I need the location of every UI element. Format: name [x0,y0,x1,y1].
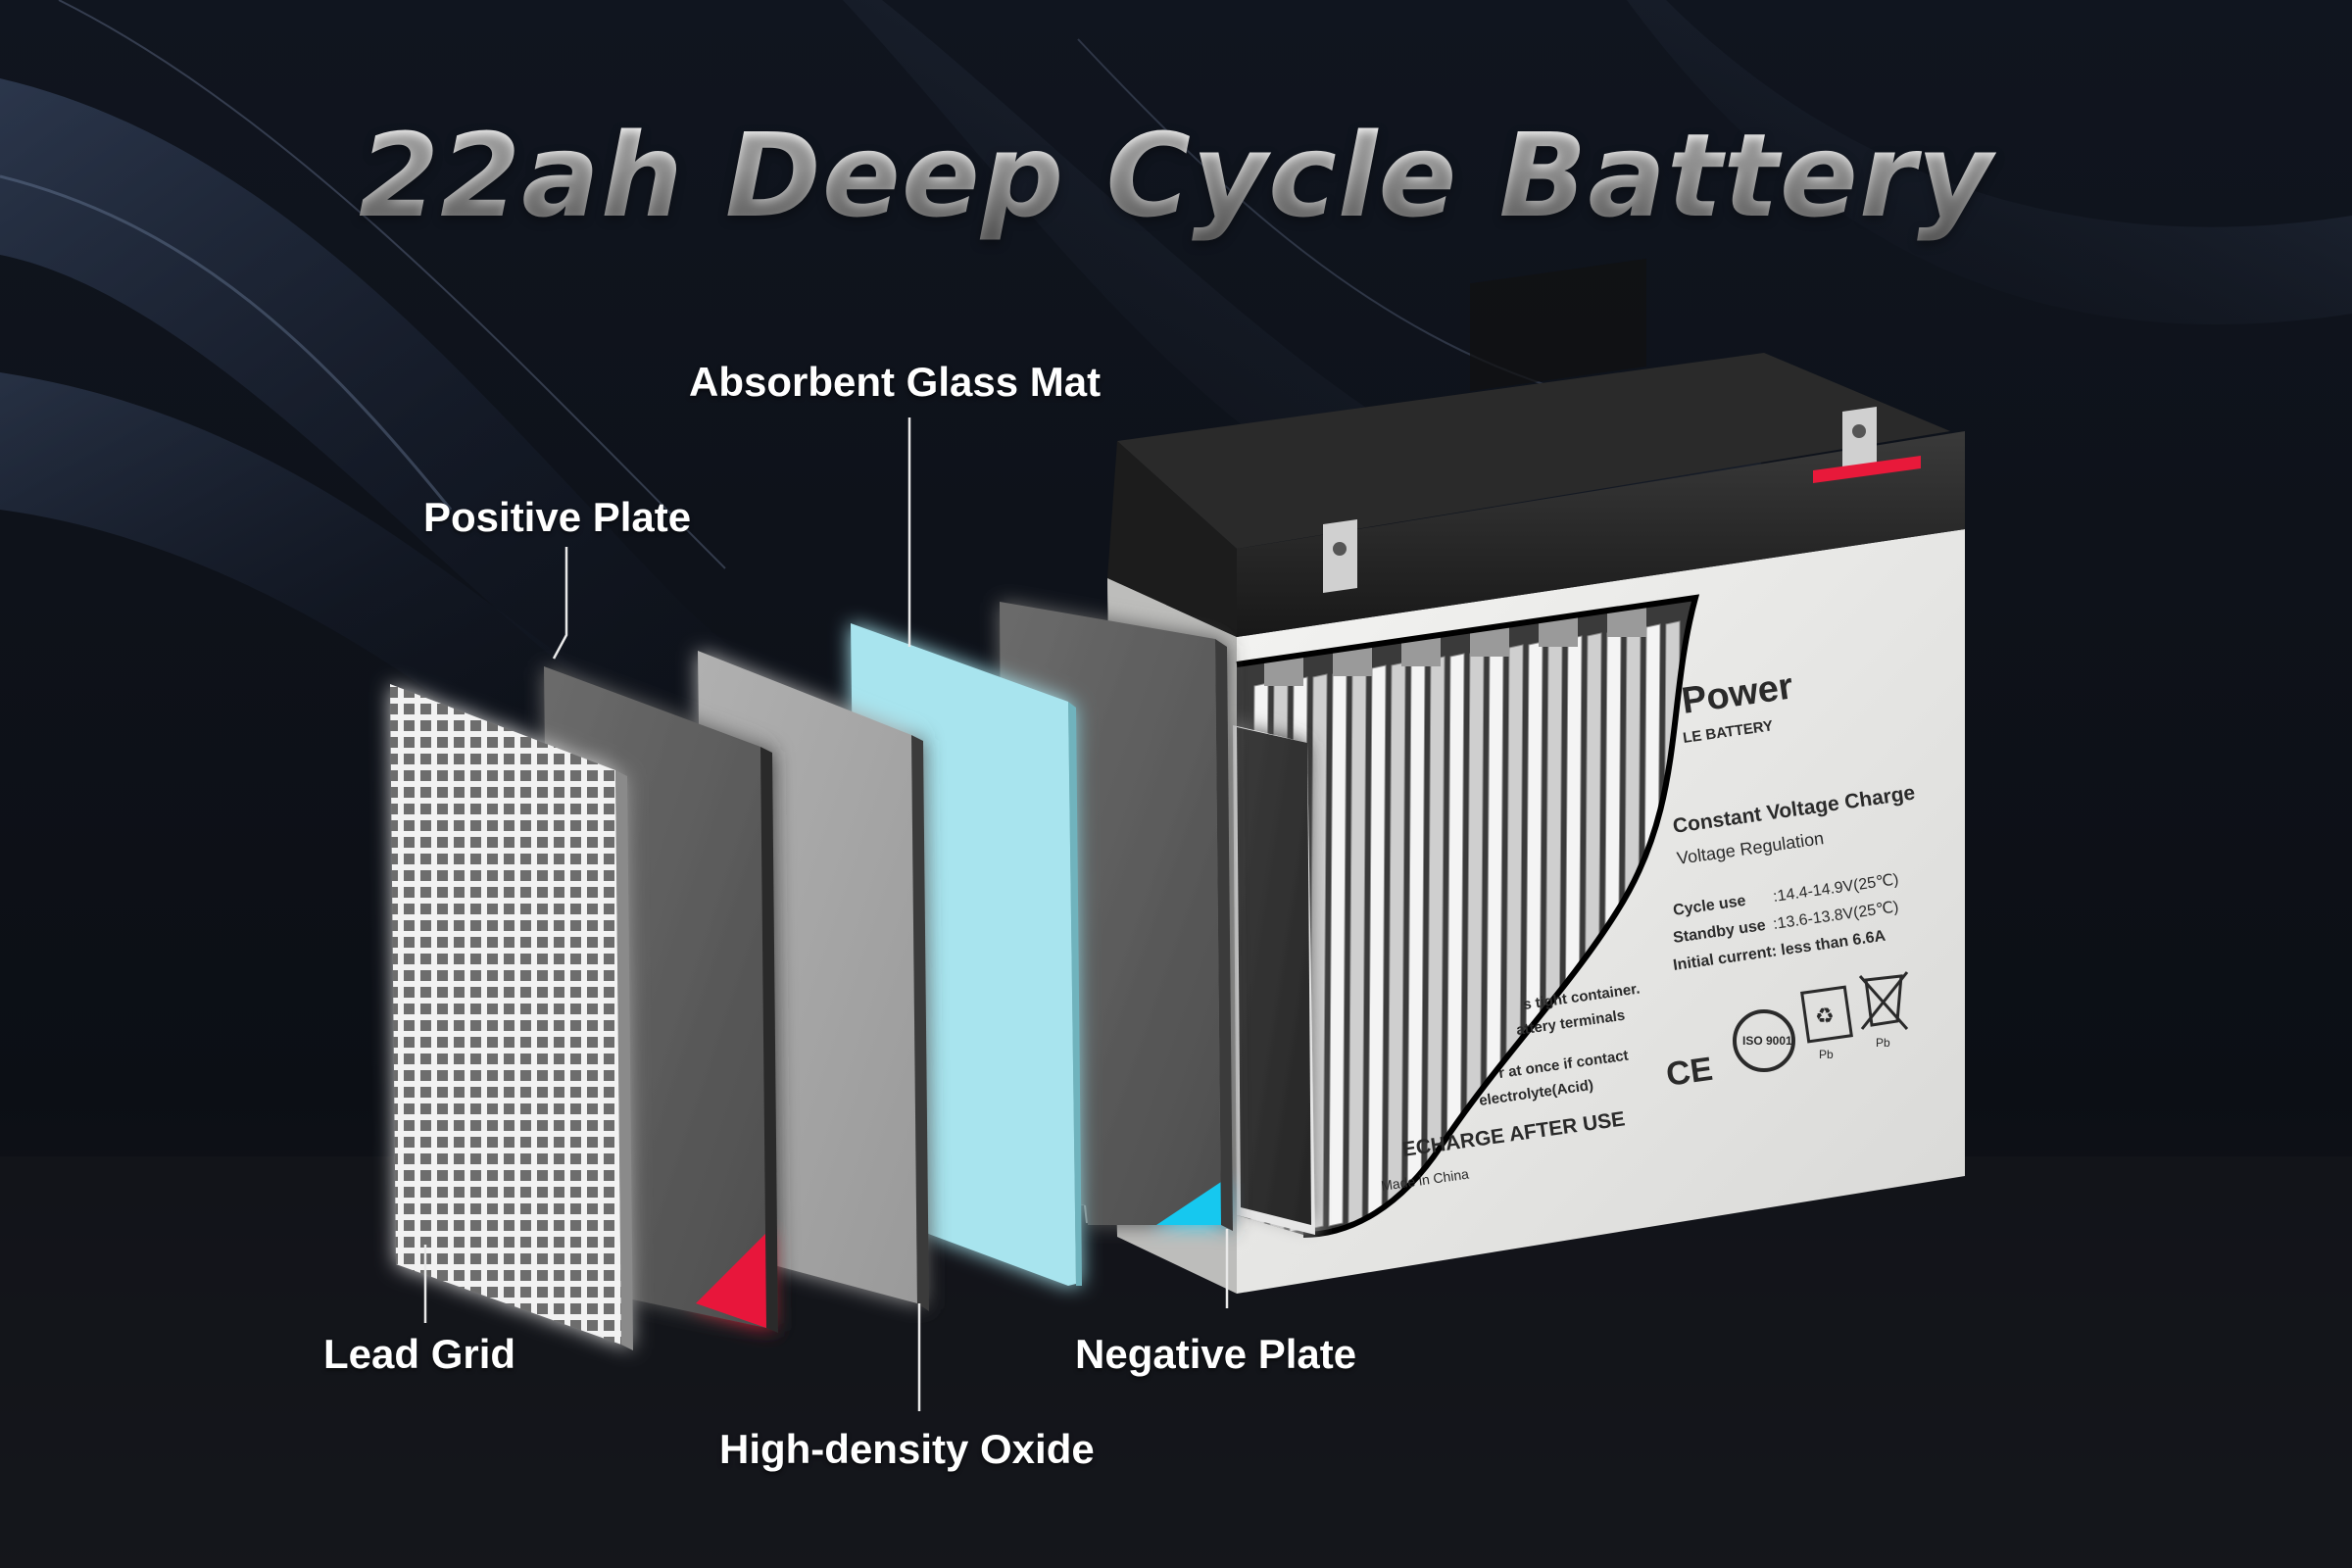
crossed-bin-icon: Pb [1858,971,1909,1050]
svg-text:♻: ♻ [1815,1004,1835,1028]
callout-negative-plate: Negative Plate [1075,1331,1357,1377]
positive-accent-corner [696,1233,766,1328]
recycle-icon: ♻ Pb [1800,985,1853,1061]
page-title: 22ah Deep Cycle Battery [0,108,2352,243]
callout-leader-lines [423,417,1229,1411]
leader-positive-plate [552,547,568,660]
callout-lead-grid: Lead Grid [323,1331,516,1377]
iso-certification-icon: ISO 9001 [1733,1009,1795,1072]
pb-mark-text-1: Pb [1819,1048,1834,1061]
callout-positive-plate: Positive Plate [423,494,692,540]
negative-plate-black [1233,725,1315,1235]
pb-mark-text-2: Pb [1876,1036,1890,1050]
negative-accent-corner [1156,1182,1221,1225]
callout-absorbent-glass-mat: Absorbent Glass Mat [689,359,1102,405]
iso-mark-text: ISO 9001 [1742,1034,1792,1048]
lead-grid-panel [390,684,633,1350]
callout-high-density-oxide: High-density Oxide [719,1426,1095,1472]
ce-mark-icon: CE [1664,1051,1715,1094]
